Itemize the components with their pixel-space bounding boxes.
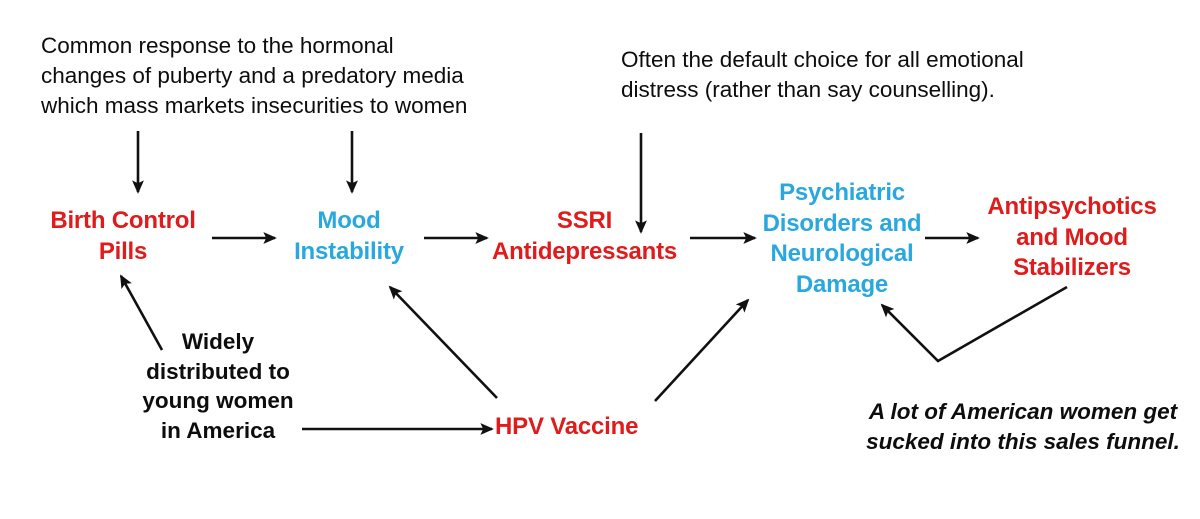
node-mood-instability[interactable]: Mood Instability xyxy=(294,207,404,265)
node-ssri-antidepressants[interactable]: SSRI Antidepressants xyxy=(491,207,678,265)
node-birth-control-pills[interactable]: Birth Control Pills xyxy=(50,207,196,265)
node-psychiatric-disorders-and-neurological-damage[interactable]: Psychiatric Disorders and Neurological D… xyxy=(762,179,922,299)
annotation-puberty-note: Common response to the hormonal changes … xyxy=(41,33,468,118)
note-widely-distributed: Widely distributed to young women in Ame… xyxy=(142,329,294,444)
arrow-hpv-vaccine-to-mood-instability xyxy=(388,285,498,399)
annotation-default-choice-note: Often the default choice for all emotion… xyxy=(621,47,1024,102)
node-hpv-vaccine[interactable]: HPV Vaccine xyxy=(495,413,639,440)
arrow-hpv-vaccine-to-psychiatric-disorders xyxy=(654,298,750,402)
node-antipsychotics-and-mood-stabilizers[interactable]: Antipsychotics and Mood Stabilizers xyxy=(987,193,1157,282)
note-sales-funnel: A lot of American women get sucked into … xyxy=(866,399,1180,454)
